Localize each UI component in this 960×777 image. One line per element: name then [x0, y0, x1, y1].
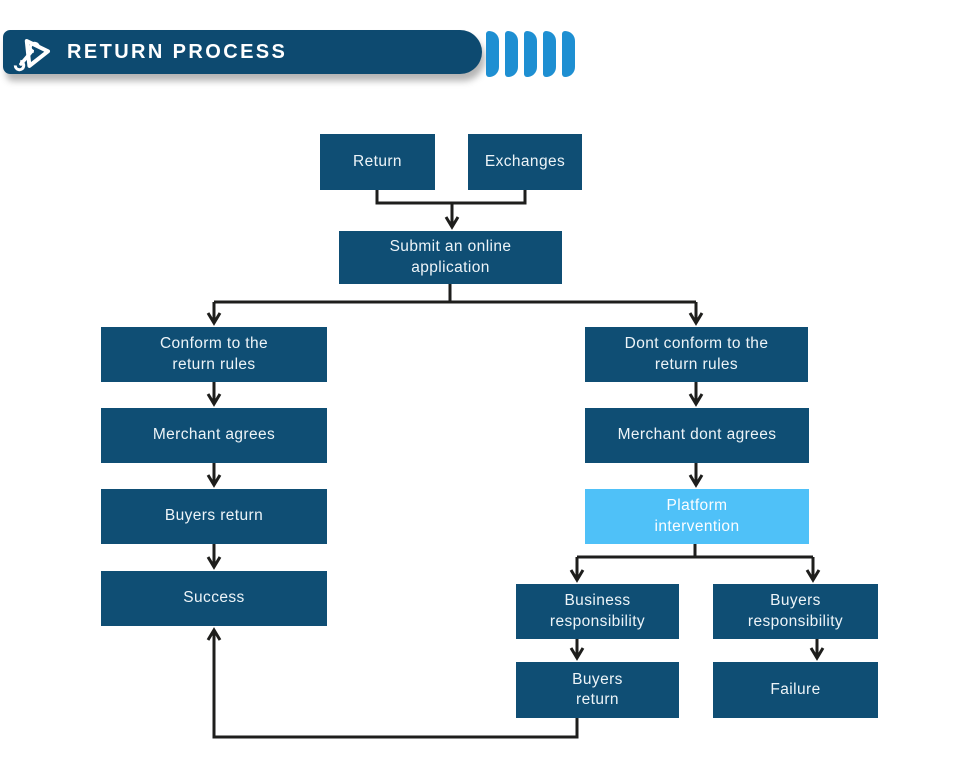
accent-chevron-icon	[505, 31, 518, 77]
node-platform-intervention: Platform intervention	[585, 489, 809, 544]
node-buyers-return-bottom: Buyers return	[516, 662, 679, 718]
accent-chevron-icon	[486, 31, 499, 77]
node-exchanges: Exchanges	[468, 134, 582, 190]
node-dont-conform-rules: Dont conform to the return rules	[585, 327, 808, 382]
node-buyers-return: Buyers return	[101, 489, 327, 544]
node-merchant-dont-agrees: Merchant dont agrees	[585, 408, 809, 463]
accent-chevron-icon	[543, 31, 556, 77]
node-business-responsibility: Business responsibility	[516, 584, 679, 639]
node-failure: Failure	[713, 662, 878, 718]
node-buyers-responsibility: Buyers responsibility	[713, 584, 878, 639]
node-return: Return	[320, 134, 435, 190]
node-submit-application: Submit an online application	[339, 231, 562, 284]
accent-chevron-icon	[524, 31, 537, 77]
node-conform-rules: Conform to the return rules	[101, 327, 327, 382]
page-title: RETURN PROCESS	[67, 40, 288, 63]
title-bar: RETURN PROCESS	[3, 30, 482, 74]
accent-chevron-icon	[562, 31, 575, 77]
node-success: Success	[101, 571, 327, 626]
node-merchant-agrees: Merchant agrees	[101, 408, 327, 463]
play-triangle-wrench-icon	[13, 31, 55, 73]
